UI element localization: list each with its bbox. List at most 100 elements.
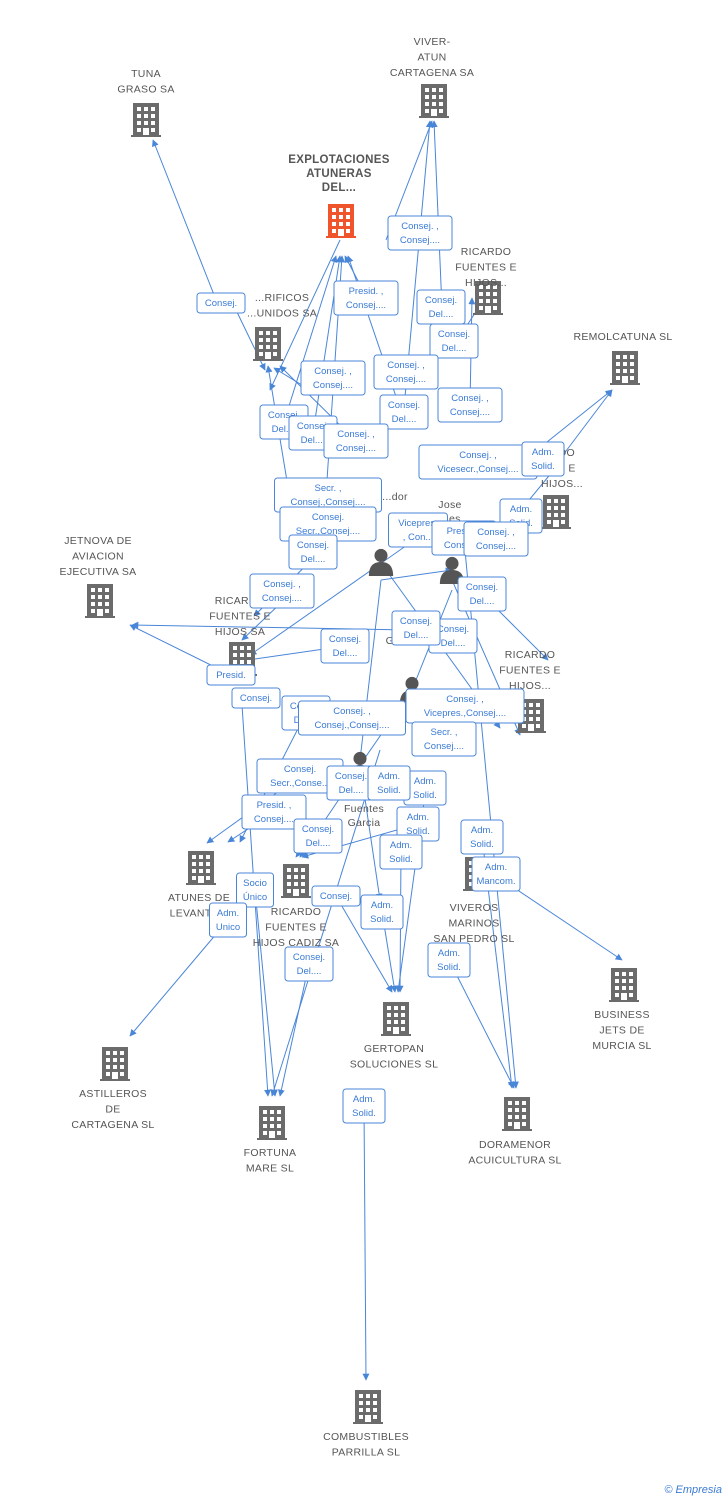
- relation-text: Presid.: [216, 670, 246, 681]
- person-name-line: ...dor: [382, 491, 408, 503]
- copyright-notice[interactable]: © Empresia: [664, 1484, 722, 1496]
- relation-label[interactable]: Consej.: [311, 885, 361, 907]
- relation-label[interactable]: Adm.Solid.: [396, 806, 440, 842]
- relation-label[interactable]: Consej.Del....: [293, 818, 343, 854]
- building-icon: [502, 1097, 532, 1131]
- company-name-line: HIJOS SA: [215, 626, 265, 638]
- relation-label[interactable]: Consej. ,Consej....: [437, 387, 503, 423]
- relation-text: Socio: [243, 878, 267, 889]
- relation-text: Consej. ,: [451, 393, 489, 404]
- person-node-p1[interactable]: ...dor: [368, 491, 408, 576]
- relation-text: Vicepres.: [398, 518, 437, 529]
- company-name-line: EXPLOTACIONES: [288, 154, 389, 166]
- relation-label[interactable]: Consej. ,Consej....: [249, 573, 315, 609]
- company-name-line: COMBUSTIBLES: [323, 1431, 409, 1443]
- company-name-line: DORAMENOR: [479, 1139, 551, 1151]
- person-icon: [368, 548, 394, 576]
- relation-text: Adm.: [378, 771, 400, 782]
- relationship-edge: [559, 389, 613, 460]
- building-icon: [281, 864, 311, 898]
- relation-label[interactable]: Consej.Del....: [320, 628, 370, 664]
- relation-text: Consej. ,: [263, 579, 301, 590]
- relation-text: Adm.: [217, 908, 239, 919]
- relation-label[interactable]: Consej. ,Vicesecr.,Consej....: [418, 444, 538, 480]
- relation-label[interactable]: Consej. ,Consej.,Consej....: [298, 700, 406, 736]
- relation-box: [367, 765, 411, 801]
- relation-label[interactable]: Adm.Solid.: [342, 1088, 386, 1124]
- relation-label[interactable]: Adm.Solid.: [427, 942, 471, 978]
- relation-label[interactable]: Consej.: [196, 292, 246, 314]
- relation-label[interactable]: Consej. ,Consej....: [373, 354, 439, 390]
- relation-label[interactable]: Consej.Del....: [429, 323, 479, 359]
- relation-label[interactable]: Consej.: [231, 687, 281, 709]
- relation-label[interactable]: Consej.Del....: [416, 289, 466, 325]
- relation-label[interactable]: Consej.Del....: [284, 946, 334, 982]
- relation-text: Consej.: [297, 540, 329, 551]
- relation-box: [463, 521, 529, 557]
- relation-label[interactable]: Presid.: [206, 664, 256, 686]
- company-node-explot[interactable]: EXPLOTACIONESATUNERASDEL...: [288, 154, 389, 238]
- relation-text: Presid. ,: [349, 286, 384, 297]
- relation-text: Solid.: [406, 826, 430, 837]
- relation-label[interactable]: Adm.Solid.: [367, 765, 411, 801]
- relation-label[interactable]: Adm.Solid.: [521, 441, 565, 477]
- relation-label[interactable]: Consej. Del....: [288, 534, 338, 570]
- relation-label[interactable]: Consej. ,Consej....: [323, 423, 389, 459]
- building-icon: [419, 84, 449, 118]
- relation-label[interactable]: Consej. ,Consej....: [300, 360, 366, 396]
- company-node-remol[interactable]: REMOLCATUNA SL: [573, 331, 672, 385]
- relation-label[interactable]: Adm.Solid.: [460, 819, 504, 855]
- relation-label[interactable]: Presid. , Consej....: [333, 280, 399, 316]
- relation-text: Solid.: [413, 790, 437, 801]
- relation-label[interactable]: Adm.Mancom.: [471, 856, 521, 892]
- relation-label[interactable]: Adm.Unico: [209, 902, 247, 938]
- relation-label[interactable]: Consej. ,Vicepres.,Consej....: [405, 688, 525, 724]
- relation-label[interactable]: Presid. ,Consej....: [241, 794, 307, 830]
- building-icon: [85, 584, 115, 618]
- company-name-line: JETS DE: [599, 1025, 644, 1037]
- company-name-line: GRASO SA: [117, 84, 174, 96]
- relation-text: Consej....: [346, 300, 386, 311]
- building-icon: [131, 103, 161, 137]
- company-name-line: ...UNIDOS SA: [247, 308, 317, 320]
- relation-text: Consej. ,: [387, 360, 425, 371]
- relation-text: Consej.,Consej....: [315, 720, 390, 731]
- company-name-line: DE: [105, 1104, 120, 1116]
- relation-label[interactable]: Consej. ,Consej....: [387, 215, 453, 251]
- company-node-frig[interactable]: ...RIFICOS...UNIDOS SA: [247, 292, 317, 361]
- relation-label[interactable]: Consej.Del....: [391, 610, 441, 646]
- relation-label[interactable]: Consej.Del....: [379, 394, 429, 430]
- relation-box: [387, 215, 453, 251]
- relation-text: Consej....: [424, 741, 464, 752]
- company-name-line: ASTILLEROS: [79, 1088, 147, 1100]
- relation-text: Consej. ,: [477, 527, 515, 538]
- relation-label[interactable]: Secr. ,Consej....: [411, 721, 477, 757]
- relation-label[interactable]: Adm.Solid.: [379, 834, 423, 870]
- relation-label[interactable]: Adm.Solid.: [360, 894, 404, 930]
- relation-label[interactable]: Consej.Del....: [326, 765, 376, 801]
- relation-box: [373, 354, 439, 390]
- relation-text: Adm.: [390, 840, 412, 851]
- relation-text: Adm.: [485, 862, 507, 873]
- relation-label[interactable]: Secr. ,Consej.,Consej....: [274, 477, 382, 513]
- relation-label[interactable]: Consej.Del....: [428, 618, 478, 654]
- relation-label[interactable]: Consej. ,Consej....: [463, 521, 529, 557]
- relation-text: Del....: [301, 554, 326, 565]
- company-name-line: MURCIA SL: [592, 1040, 651, 1052]
- relation-label[interactable]: Consej.Del....: [457, 576, 507, 612]
- relation-box: [379, 394, 429, 430]
